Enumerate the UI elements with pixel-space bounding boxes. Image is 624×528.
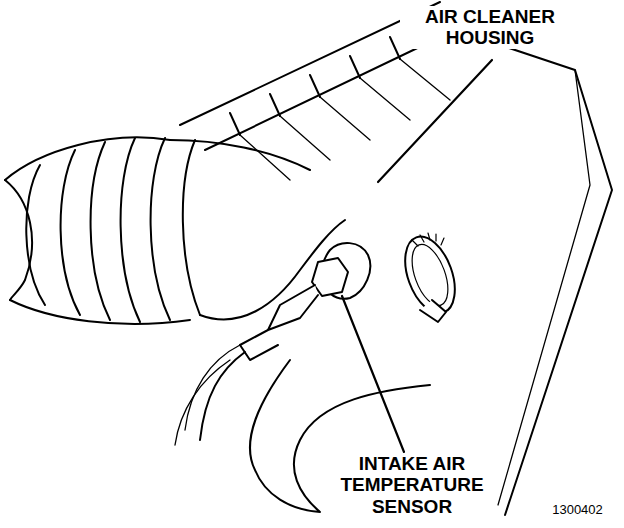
part-label: AIR CLEANER HOUSING [400, 6, 580, 49]
figure-number: 1300402 [540, 503, 615, 518]
part-label: INTAKE AIR TEMPERATURE SENSOR [333, 453, 491, 517]
